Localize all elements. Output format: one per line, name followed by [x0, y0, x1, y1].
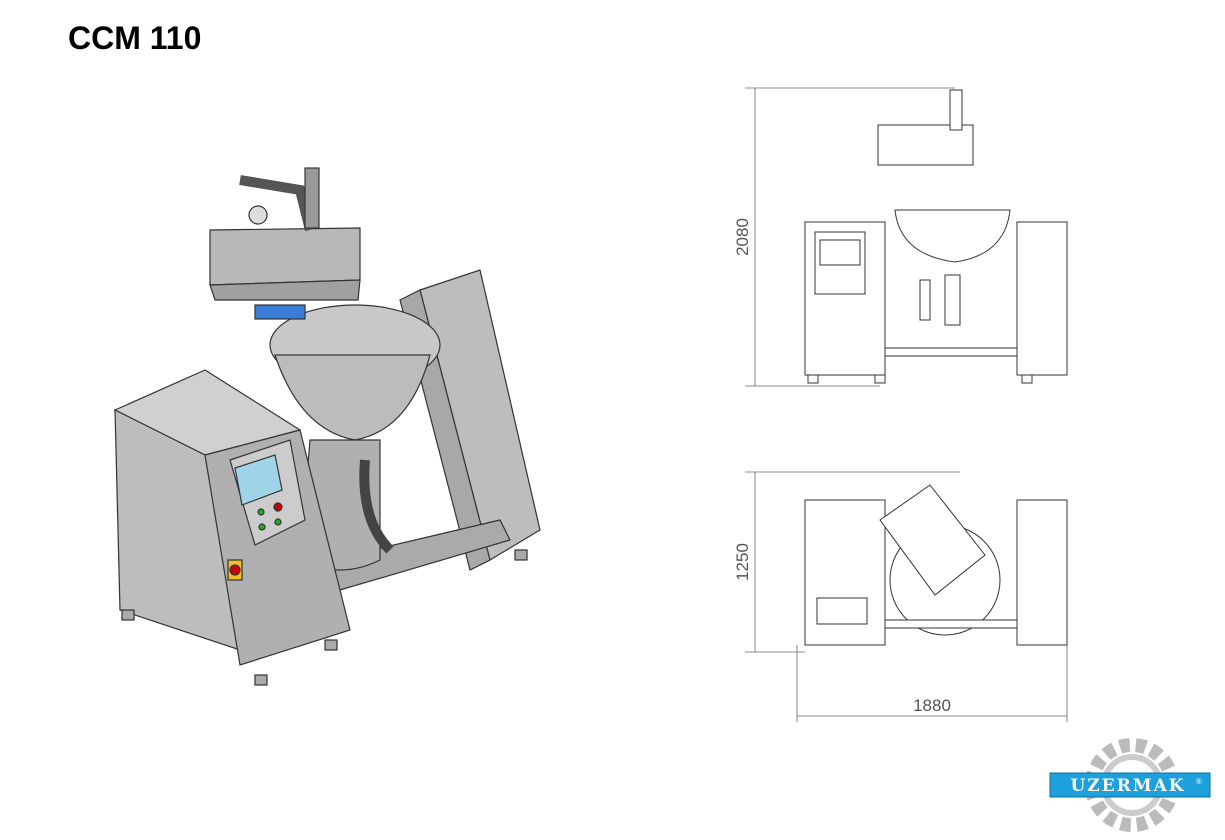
uzermak-logo: UZERMAK ® — [1049, 738, 1211, 832]
top-view — [804, 484, 1068, 646]
logo-registered-mark: ® — [1196, 777, 1202, 786]
depth-dimension: 1250 — [733, 543, 752, 581]
front-view — [804, 89, 1068, 384]
width-dimension: 1880 — [913, 696, 951, 715]
page-title: CCM 110 — [68, 20, 202, 56]
height-dimension: 2080 — [733, 218, 752, 256]
isometric-machine-view — [113, 167, 541, 686]
logo-text: UZERMAK — [1070, 776, 1185, 796]
dimension-lines — [745, 87, 1068, 722]
